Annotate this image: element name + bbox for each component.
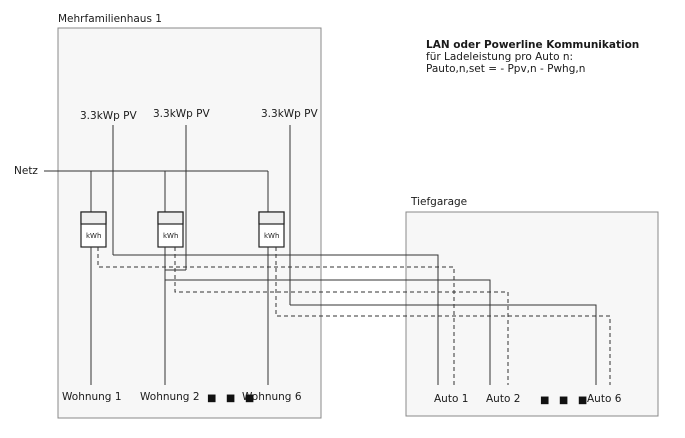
meter-2 <box>157 211 184 248</box>
info-heading: LAN oder Powerline Kommunikation <box>426 39 640 51</box>
car-label-1: Auto 1 <box>434 393 469 405</box>
comm-line-2 <box>174 247 509 385</box>
car-power-3 <box>290 304 597 385</box>
meter-3 <box>258 211 285 248</box>
garage-box <box>405 211 659 417</box>
comm-line-3 <box>275 247 611 385</box>
grid-label: Netz <box>14 165 38 177</box>
meter-1 <box>80 211 107 248</box>
meter-label-3: kWh <box>264 232 280 240</box>
meter-label-1: kWh <box>86 232 102 240</box>
meter-label-2: kWh <box>163 232 179 240</box>
pv-label-3: 3.3kWp PV <box>261 108 318 120</box>
pv-label-2: 3.3kWp PV <box>153 108 210 120</box>
car-ellipsis: ■ ■ ■ <box>540 395 591 406</box>
pv-label-1: 3.3kWp PV <box>80 110 137 122</box>
apartment-label-2: Wohnung 2 <box>140 391 200 403</box>
info-line-2: Pauto,n,set = - Ppv,n - Pwhg,n <box>426 63 586 75</box>
building-title: Mehrfamilienhaus 1 <box>58 13 162 25</box>
info-line-1: für Ladeleistung pro Auto n: <box>426 51 574 63</box>
apartment-label-3: Wohnung 6 <box>242 391 302 403</box>
apartment-label-1: Wohnung 1 <box>62 391 122 403</box>
car-label-3: Auto 6 <box>587 393 622 405</box>
car-power-2 <box>164 269 491 385</box>
apartment-ellipsis: ■ ■ ■ <box>207 393 258 404</box>
car-label-2: Auto 2 <box>486 393 521 405</box>
comm-line-1 <box>97 247 455 385</box>
car-power-1 <box>113 254 439 385</box>
garage-title: Tiefgarage <box>411 196 468 208</box>
